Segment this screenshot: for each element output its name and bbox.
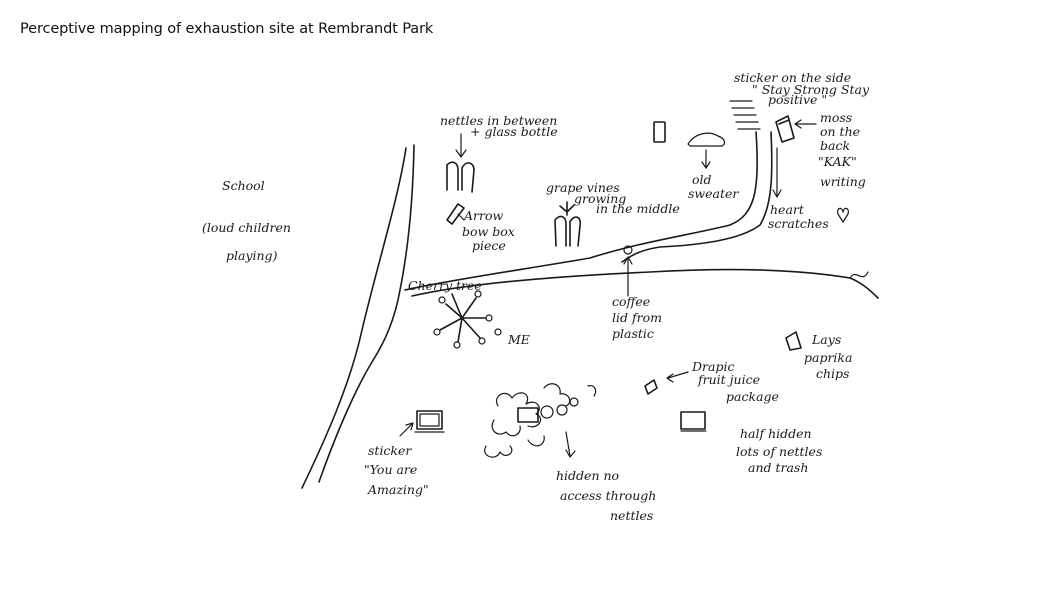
heart-icon bbox=[837, 207, 849, 223]
svg-text:package: package bbox=[726, 389, 779, 404]
paths bbox=[301, 131, 879, 489]
svg-text:piece: piece bbox=[472, 238, 506, 253]
lays-label: Lays paprika chips bbox=[804, 332, 852, 381]
box-piece-icon bbox=[446, 203, 465, 225]
map-labels: School (loud children playing) nettles i… bbox=[202, 70, 870, 523]
juice-package-icon bbox=[644, 379, 658, 395]
svg-text:Cherry tree: Cherry tree bbox=[408, 278, 482, 293]
svg-text:bow box: bow box bbox=[462, 224, 515, 239]
svg-text:half hidden: half hidden bbox=[740, 426, 812, 441]
grape-vine-icon bbox=[554, 201, 582, 247]
cherry-tree-label: Cherry tree bbox=[408, 278, 482, 293]
svg-text:positive ": positive " bbox=[768, 92, 827, 107]
grape-vines-label: grape vines growing in the middle bbox=[546, 180, 680, 216]
svg-text:+ glass bottle: + glass bottle bbox=[470, 124, 558, 139]
nettles-bottle-label: nettles in between + glass bottle bbox=[440, 113, 558, 139]
bin-icon bbox=[653, 121, 666, 143]
svg-text:sweater: sweater bbox=[688, 186, 739, 201]
svg-text:grape vines: grape vines bbox=[546, 180, 620, 195]
svg-text:on the: on the bbox=[820, 124, 860, 139]
svg-text:old: old bbox=[692, 172, 712, 187]
sticker-box-icon bbox=[416, 410, 443, 430]
svg-text:heart: heart bbox=[770, 202, 805, 217]
svg-text:lots of nettles: lots of nettles bbox=[736, 444, 822, 459]
arrow-to-nettles bbox=[455, 133, 467, 158]
nettles-icon bbox=[446, 161, 475, 193]
arrow-to-coffee-lid bbox=[623, 256, 633, 297]
objects bbox=[414, 115, 849, 458]
svg-text:fruit juice: fruit juice bbox=[697, 372, 760, 387]
arrow-to-sweater bbox=[701, 149, 711, 169]
svg-text:sticker on the side: sticker on the side bbox=[734, 70, 851, 85]
sweater-icon bbox=[687, 132, 726, 147]
me-marker-icon bbox=[494, 328, 502, 336]
svg-text:"KAK": "KAK" bbox=[818, 154, 857, 169]
arrow-to-heart bbox=[772, 147, 782, 198]
svg-text:in the middle: in the middle bbox=[596, 201, 680, 216]
main-path-upper bbox=[404, 131, 759, 291]
arrow-to-hidden bbox=[565, 431, 576, 458]
chips-bag-icon bbox=[785, 331, 802, 351]
coffee-lid-icon bbox=[623, 245, 633, 255]
arrow-to-moss bbox=[794, 119, 817, 129]
bench-icon bbox=[775, 115, 795, 143]
left-path-line-outer bbox=[301, 147, 407, 489]
school-label: School (loud children playing) bbox=[202, 178, 291, 263]
arrow-to-box-piece bbox=[457, 213, 465, 221]
left-path-line-inner bbox=[318, 144, 415, 483]
svg-text:playing): playing) bbox=[226, 248, 278, 263]
sticker-bottom-label: sticker "You are Amazing" bbox=[364, 443, 429, 497]
svg-text:hidden no: hidden no bbox=[556, 468, 619, 483]
svg-text:ME: ME bbox=[507, 332, 530, 347]
moss-label: moss on the back bbox=[820, 110, 860, 153]
svg-text:moss: moss bbox=[820, 110, 852, 125]
svg-text:back: back bbox=[820, 138, 850, 153]
arrow-to-sticker bbox=[399, 422, 414, 437]
juice-label: Drapic fruit juice package bbox=[691, 359, 779, 404]
coffee-lid-label: coffee lid from plastic bbox=[612, 294, 662, 341]
kak-label: "KAK" writing bbox=[818, 154, 866, 189]
sticker-top-label: sticker on the side " Stay Strong Stay p… bbox=[734, 70, 870, 107]
svg-text:lid from: lid from bbox=[612, 310, 662, 325]
me-label: ME bbox=[507, 332, 530, 347]
main-path-lower bbox=[411, 268, 879, 299]
hidden-bush-cluster-icon bbox=[484, 383, 597, 458]
svg-text:paprika: paprika bbox=[804, 350, 852, 365]
arrow-box-label: Arrow bow box piece bbox=[462, 208, 515, 253]
svg-text:School: School bbox=[222, 178, 265, 193]
svg-text:scratches: scratches bbox=[768, 216, 829, 231]
svg-text:Lays: Lays bbox=[811, 332, 841, 347]
svg-text:nettles: nettles bbox=[610, 508, 653, 523]
svg-text:sticker: sticker bbox=[368, 443, 412, 458]
path-end-squiggle bbox=[849, 271, 869, 279]
hidden-label: hidden no access through nettles bbox=[556, 468, 656, 523]
arrow-to-juice bbox=[666, 371, 689, 383]
svg-text:plastic: plastic bbox=[612, 326, 654, 341]
svg-text:growing: growing bbox=[574, 191, 626, 206]
half-hidden-label: half hidden lots of nettles and trash bbox=[736, 426, 822, 475]
heart-label: heart scratches bbox=[768, 202, 829, 231]
svg-text:nettles in between: nettles in between bbox=[440, 113, 557, 128]
svg-text:(loud children: (loud children bbox=[202, 220, 291, 235]
svg-text:" Stay Strong Stay: " Stay Strong Stay bbox=[752, 82, 870, 97]
svg-text:Drapic: Drapic bbox=[691, 359, 734, 374]
page-title: Perceptive mapping of exhaustion site at… bbox=[20, 21, 434, 37]
svg-text:and trash: and trash bbox=[748, 460, 808, 475]
stairs bbox=[729, 100, 761, 130]
svg-text:Arrow: Arrow bbox=[463, 208, 504, 223]
cherry-tree-icon bbox=[433, 290, 493, 349]
svg-text:"You are: "You are bbox=[364, 462, 417, 477]
branch-path-upper bbox=[621, 131, 773, 263]
svg-text:coffee: coffee bbox=[612, 294, 650, 309]
trash-box-icon bbox=[680, 411, 706, 430]
svg-text:access through: access through bbox=[560, 488, 656, 503]
pointer-arrows bbox=[399, 119, 817, 458]
svg-text:chips: chips bbox=[816, 366, 849, 381]
svg-text:writing: writing bbox=[820, 174, 866, 189]
svg-text:Amazing": Amazing" bbox=[367, 482, 429, 497]
old-sweater-label: old sweater bbox=[688, 172, 739, 201]
